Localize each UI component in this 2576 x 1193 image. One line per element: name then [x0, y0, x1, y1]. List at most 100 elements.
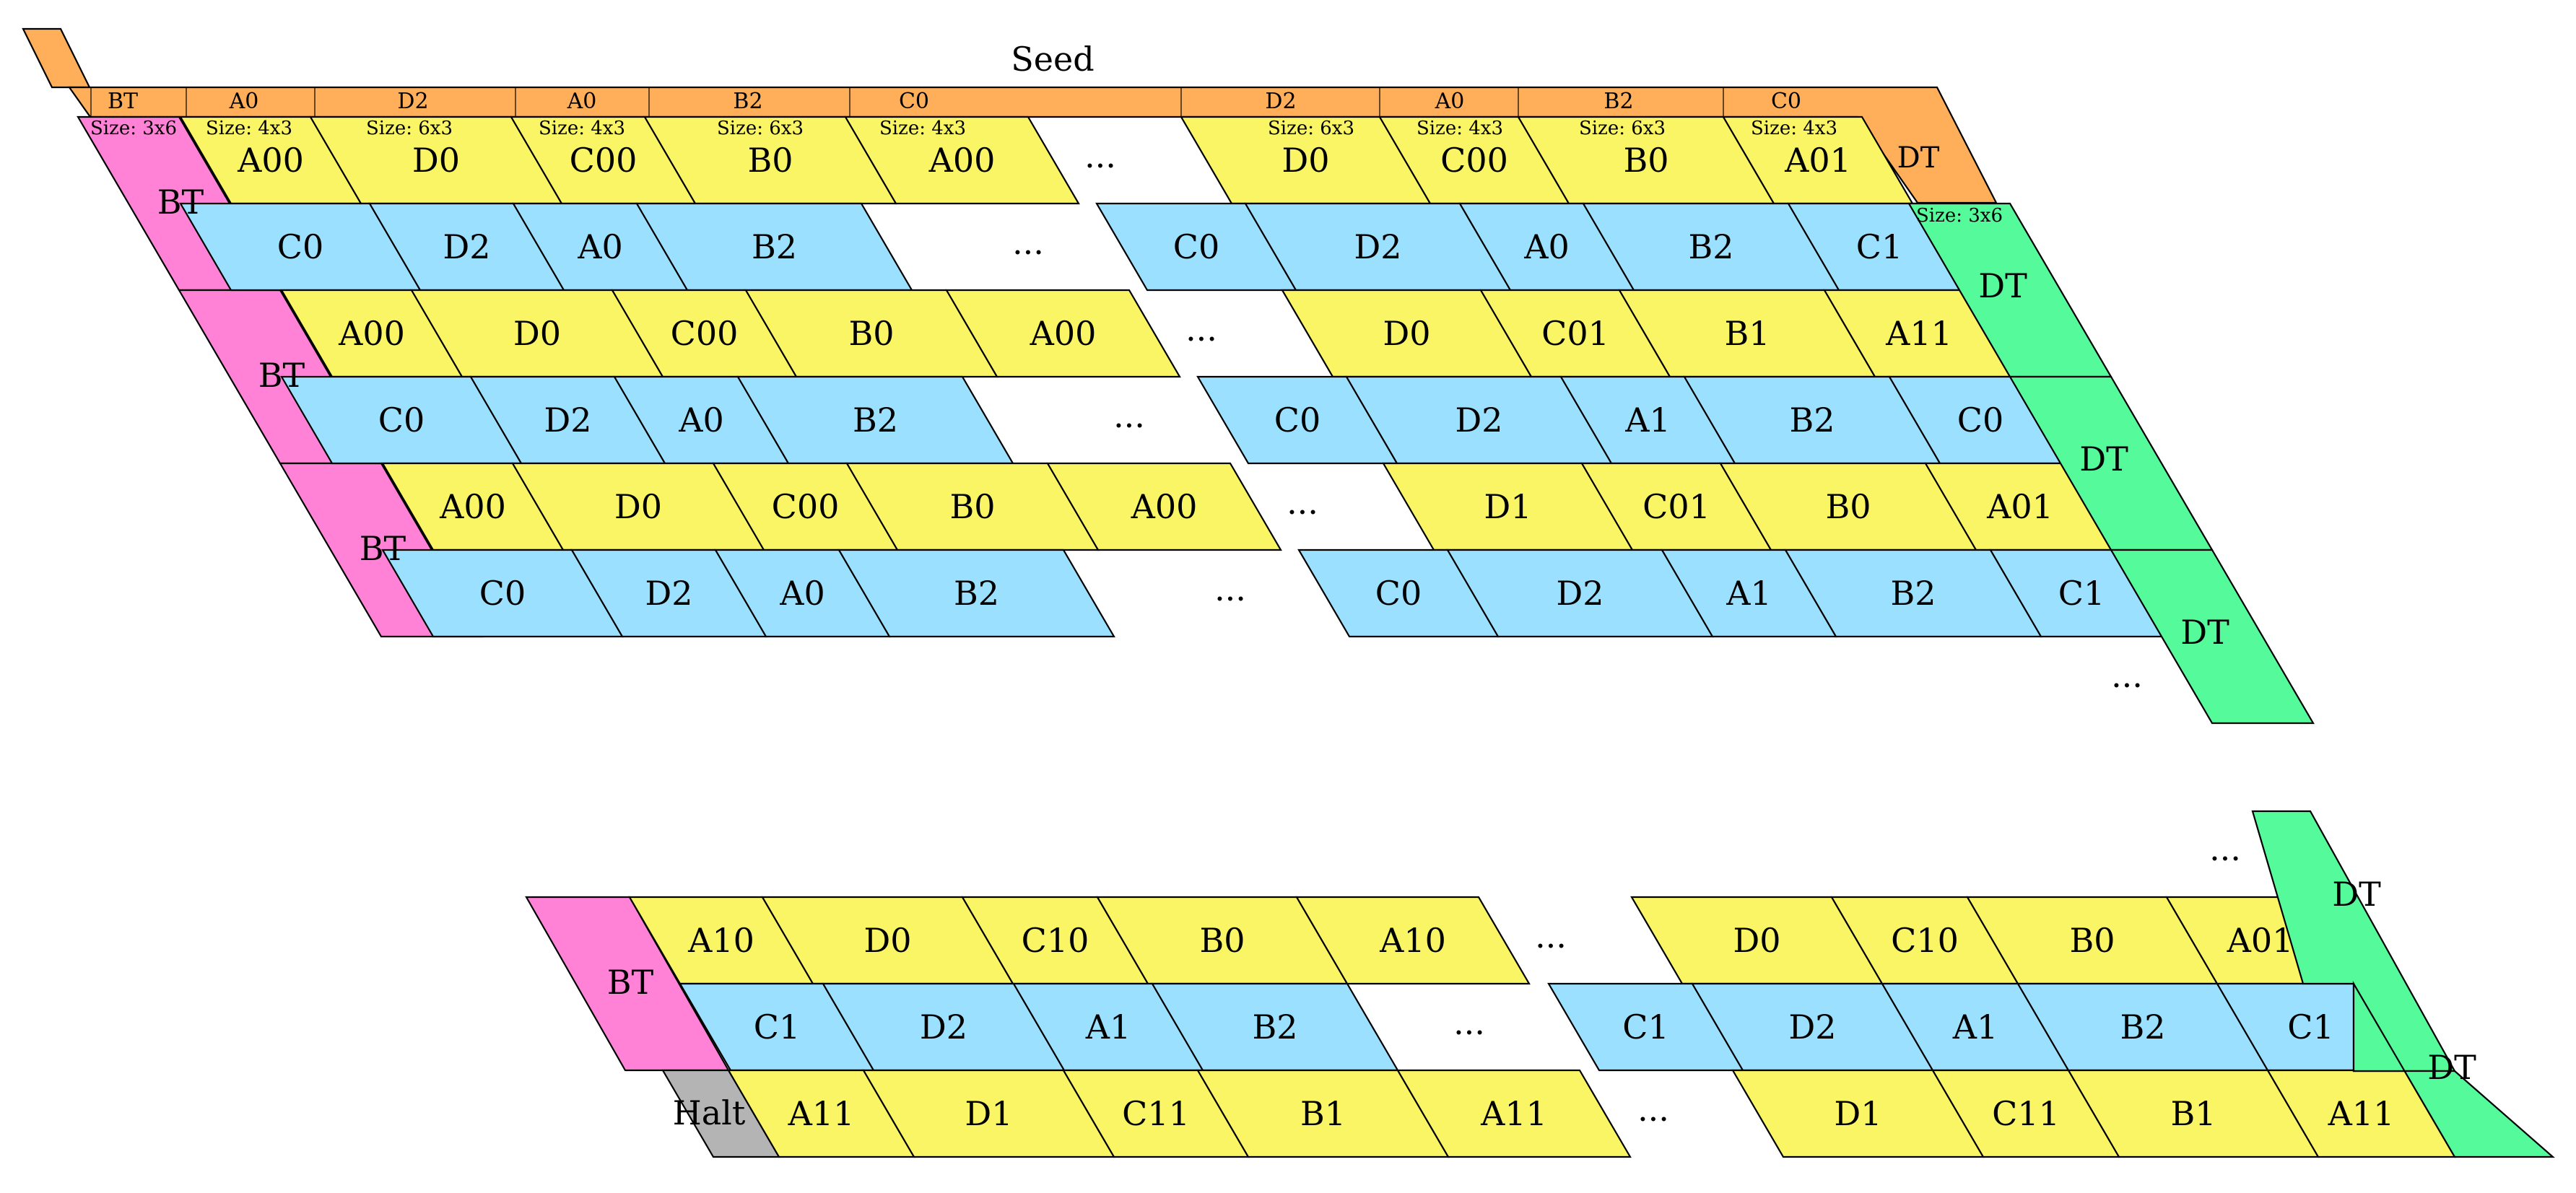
tile-label: B1 [1724, 314, 1770, 353]
tile-label: C10 [1891, 921, 1959, 960]
ellipsis-gap: ... [1214, 569, 1246, 608]
tile-label: D2 [1788, 1008, 1836, 1046]
ellipsis-gap: ... [1535, 917, 1567, 956]
tile-label: A00 [439, 487, 506, 526]
ellipsis-gap: ... [1453, 1003, 1485, 1042]
halt-label: Halt [673, 1093, 746, 1132]
tile-label: B0 [1199, 921, 1245, 960]
tile-label: C0 [378, 401, 425, 440]
tile-label: C10 [1022, 921, 1089, 960]
tile-label: A00 [928, 141, 996, 180]
tile-label: B0 [747, 141, 793, 180]
tile-label: D2 [443, 227, 490, 266]
tile-label: A1 [1624, 401, 1671, 440]
tile-label: A01 [2227, 921, 2294, 960]
tile-label: A0 [779, 574, 825, 613]
tile-label: D0 [1733, 921, 1780, 960]
dt-label: DT [2427, 1048, 2476, 1087]
ellipsis-dt: ... [2209, 829, 2241, 868]
dt-label: DT [1978, 266, 2027, 305]
ellipsis-gap: ... [1084, 136, 1116, 175]
seed-dt-label: DT [1897, 141, 1940, 175]
bt-label: BT [258, 356, 305, 395]
tile-label: A0 [577, 227, 623, 266]
tile-label: C0 [1957, 401, 2003, 440]
tile-label: B0 [1623, 141, 1668, 180]
tile-label: C1 [1622, 1008, 1668, 1046]
tile-label: A1 [1726, 574, 1772, 613]
size-label: Size: 6x3 [366, 118, 453, 139]
tile-label: D1 [965, 1094, 1012, 1133]
yellow-tile [1295, 896, 1531, 985]
ellipsis-gap: ... [1012, 223, 1044, 262]
tile-label: C00 [671, 314, 739, 353]
seed-header-label: C0 [1771, 89, 1801, 114]
tile-label: B0 [2069, 921, 2115, 960]
tile-label: C00 [772, 487, 840, 526]
tile-label: C11 [1992, 1094, 2060, 1133]
bt-label: BT [157, 183, 204, 222]
dt-tile [2110, 549, 2315, 725]
seed-header-label: B2 [1604, 89, 1633, 114]
seed-header-label: A0 [229, 89, 259, 114]
ellipsis-gap: ... [1113, 396, 1145, 435]
tile-label: A1 [1085, 1008, 1131, 1046]
size-label: Size: 3x6 [1916, 205, 2003, 227]
seed-header-label: D2 [397, 89, 428, 114]
ellipsis-gap: ... [1185, 310, 1217, 349]
size-label: Size: 3x6 [90, 118, 177, 139]
tile-label: B2 [1890, 574, 1936, 613]
tile-label: B2 [1688, 227, 1733, 266]
tile-label: C11 [1122, 1094, 1190, 1133]
tile-label: C1 [1856, 227, 1902, 266]
tile-label: D0 [863, 921, 911, 960]
tile-label: B2 [752, 227, 797, 266]
yellow-tile [1046, 462, 1282, 551]
tile-label: A01 [1784, 141, 1851, 180]
tile-label: C00 [570, 141, 638, 180]
tile-label: A0 [1523, 227, 1570, 266]
tile-label: A10 [687, 921, 754, 960]
tile-label: D0 [614, 487, 662, 526]
tile-label: A0 [678, 401, 724, 440]
seed-flag [22, 27, 91, 89]
tile-label: B2 [853, 401, 898, 440]
tile-label: C01 [1642, 487, 1710, 526]
tile-label: C1 [754, 1008, 800, 1046]
tile-label: D2 [1354, 227, 1401, 266]
yellow-tile [844, 115, 1080, 205]
dt-label: DT [2332, 875, 2381, 914]
ellipsis-gap: ... [1287, 483, 1318, 522]
tile-label: A00 [1131, 487, 1198, 526]
tile-label: A11 [1885, 314, 1952, 353]
tile-label: A00 [338, 314, 405, 353]
bt-label: BT [360, 529, 406, 568]
size-label: Size: 4x3 [1751, 118, 1837, 139]
tile-label: A11 [788, 1094, 855, 1133]
tile-label: D0 [1383, 314, 1430, 353]
tile-label: C1 [2287, 1008, 2333, 1046]
tile-label: B1 [1300, 1094, 1346, 1133]
dt-label: DT [2180, 613, 2229, 652]
seed-header-label: BT [108, 89, 138, 114]
size-label: Size: 4x3 [539, 118, 625, 139]
seed-header-label: C0 [899, 89, 929, 114]
tile-label: D2 [1556, 574, 1604, 613]
tile-label: D2 [1455, 401, 1502, 440]
seed-header-label: A0 [567, 89, 597, 114]
ellipsis-dt: ... [2111, 656, 2143, 695]
dt-tile [2352, 980, 2555, 1158]
dt-label: DT [2079, 440, 2128, 478]
tile-label: D0 [412, 141, 460, 180]
size-label: Size: 4x3 [1417, 118, 1503, 139]
yellow-tile [1396, 1069, 1632, 1158]
ellipsis-gap: ... [1637, 1090, 1669, 1129]
blue-tile [837, 549, 1115, 638]
tile-label: B0 [1825, 487, 1871, 526]
tile-label: C1 [2058, 574, 2105, 613]
tile-label: B1 [2170, 1094, 2216, 1133]
seed-header-label: A0 [1435, 89, 1465, 114]
tile-label: C0 [277, 227, 323, 266]
bt-label: BT [607, 963, 654, 1002]
